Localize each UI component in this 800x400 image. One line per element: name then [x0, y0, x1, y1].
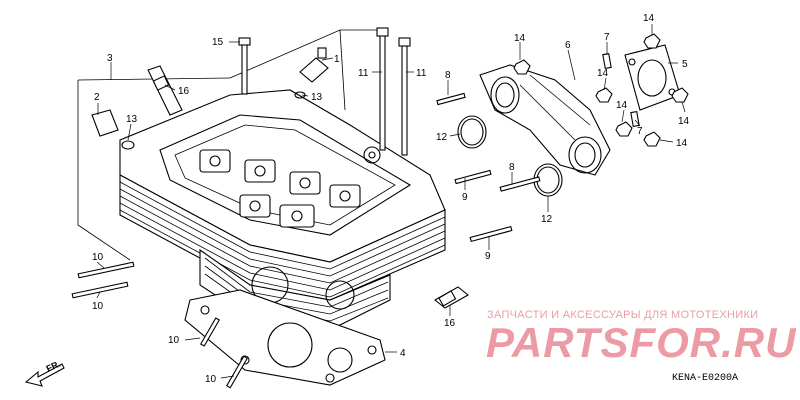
label-14c: 14	[597, 68, 609, 79]
bolt-15	[238, 37, 251, 95]
front-direction-marker: FR.	[24, 359, 65, 387]
label-14f: 14	[676, 138, 688, 149]
label-8b: 8	[509, 162, 515, 173]
assembly-frame	[77, 29, 380, 261]
intake-studs	[436, 92, 541, 243]
label-15: 15	[212, 37, 224, 48]
label-16b: 16	[444, 318, 456, 329]
nuts-and-bolts	[513, 33, 689, 147]
label-5: 5	[682, 59, 688, 70]
label-13b: 13	[311, 92, 323, 103]
label-10b: 10	[92, 301, 104, 312]
studs	[71, 261, 248, 389]
watermark: ЗАПЧАСТИ И АКСЕССУАРЫ ДЛЯ МОТОТЕХНИКИ PA…	[486, 309, 797, 366]
label-2: 2	[94, 92, 100, 103]
label-3: 3	[107, 53, 113, 64]
label-14d: 14	[616, 100, 628, 111]
cooling-fins	[119, 181, 446, 298]
label-13a: 13	[126, 114, 138, 125]
label-7b: 7	[637, 126, 643, 137]
cylinder-head	[119, 89, 446, 331]
front-marker-label: FR.	[45, 359, 62, 374]
label-12b: 12	[541, 214, 553, 225]
label-1: 1	[334, 54, 340, 65]
label-14b: 14	[643, 13, 655, 24]
label-8a: 8	[445, 70, 451, 81]
label-14e: 14	[678, 116, 690, 127]
head-bolts	[376, 27, 411, 156]
label-16a: 16	[178, 86, 190, 97]
label-12a: 12	[436, 132, 448, 143]
intake-insulator	[479, 64, 611, 176]
spark-plug-bottom	[434, 286, 469, 309]
part-labels: 3 2 13 15 16 1 13 11 11 8 12 9 8 12 9 14…	[92, 13, 690, 385]
leader-lines	[96, 24, 686, 379]
label-6: 6	[565, 40, 571, 51]
plug-fitting	[294, 47, 329, 99]
watermark-brand: PARTSFOR.RU	[486, 319, 797, 366]
diagram-code: KENA-E0200A	[672, 373, 738, 384]
spark-plug-top	[147, 65, 183, 116]
label-14a: 14	[514, 33, 526, 44]
label-10c: 10	[168, 335, 180, 346]
watermark-tagline: ЗАПЧАСТИ И АКСЕССУАРЫ ДЛЯ МОТОТЕХНИКИ	[487, 309, 758, 321]
label-9a: 9	[462, 192, 468, 203]
label-11a: 11	[358, 68, 369, 79]
head-gasket	[184, 289, 386, 386]
label-9b: 9	[485, 251, 491, 262]
label-10a: 10	[92, 252, 104, 263]
intake-flange	[624, 44, 681, 111]
label-10d: 10	[205, 374, 217, 385]
label-4: 4	[400, 348, 406, 359]
label-7a: 7	[604, 32, 610, 43]
dowel-pin	[91, 109, 135, 150]
label-11b: 11	[416, 68, 427, 79]
